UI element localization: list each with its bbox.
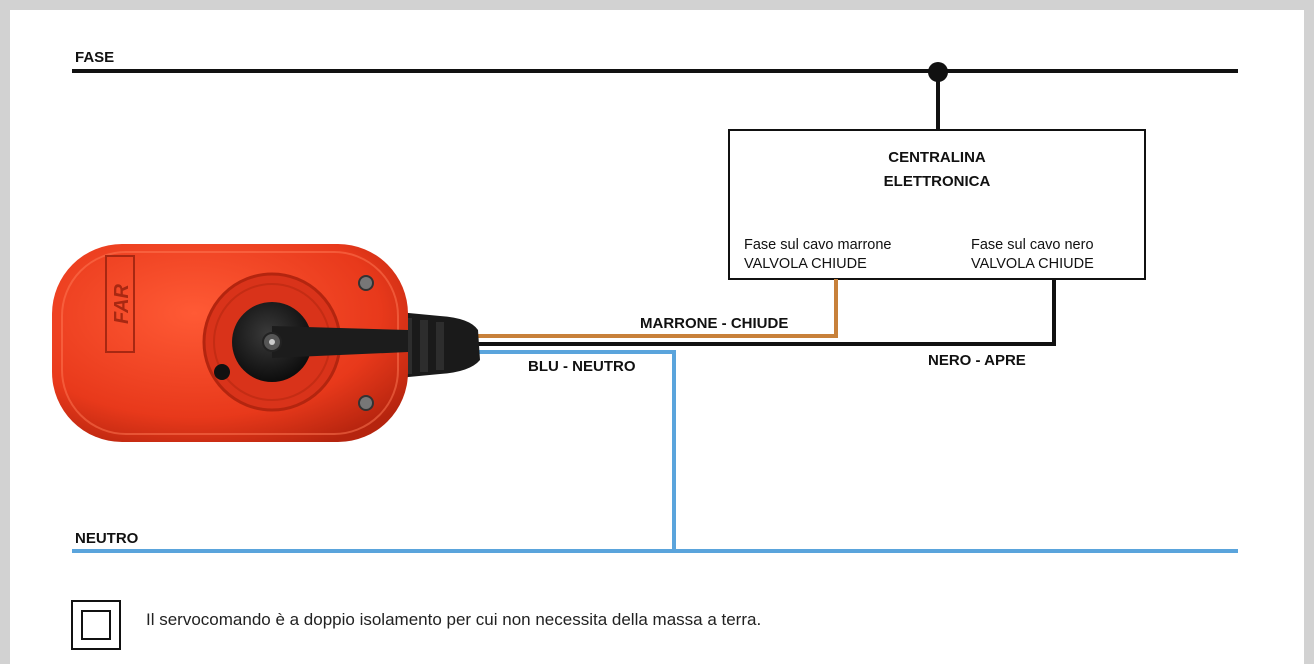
control-unit-title-1: CENTRALINA: [888, 149, 986, 166]
blue-wire-label: BLU - NEUTRO: [528, 358, 636, 375]
control-unit-title-2: ELETTRONICA: [884, 173, 991, 190]
insulation-note: Il servocomando è a doppio isolamento pe…: [146, 610, 762, 629]
right-caption-2: VALVOLA CHIUDE: [971, 256, 1094, 272]
actuator: FAR: [52, 244, 480, 442]
blue-wire: [478, 350, 676, 551]
black-wire-label: NERO - APRE: [928, 352, 1026, 369]
neutral-label: NEUTRO: [75, 530, 139, 547]
far-logo-text: FAR: [111, 283, 133, 324]
left-caption-1: Fase sul cavo marrone: [744, 237, 891, 253]
brown-wire-label: MARRONE - CHIUDE: [640, 315, 788, 332]
phase-label: FASE: [75, 49, 114, 66]
far-logo: FAR: [105, 255, 135, 353]
actuator-lever: [272, 326, 408, 358]
left-caption-2: VALVOLA CHIUDE: [744, 256, 867, 272]
black-wire: [478, 279, 1056, 346]
double-insulation-icon: [71, 600, 121, 650]
screw-bottom: [358, 395, 374, 411]
brown-wire: [478, 279, 838, 338]
right-caption-1: Fase sul cavo nero: [971, 237, 1094, 253]
screw-top: [358, 275, 374, 291]
control-unit-box: [728, 129, 1146, 280]
